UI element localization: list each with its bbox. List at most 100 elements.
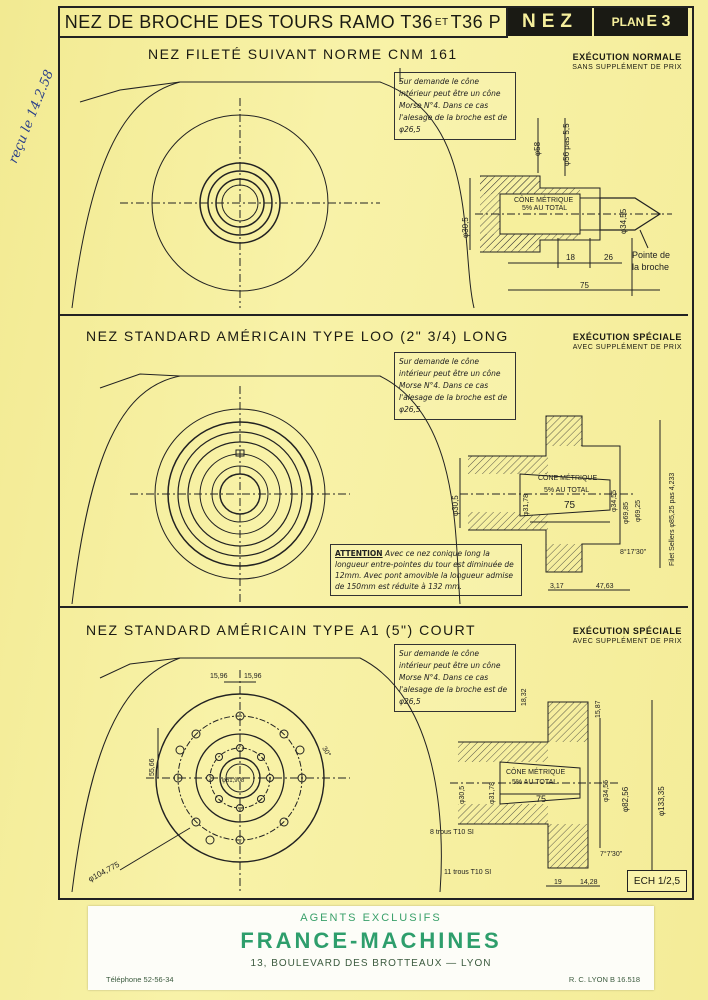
cone-label: CÔNE MÉTRIQUE (506, 767, 565, 776)
bolt-hole (191, 729, 201, 739)
nez-label: NEZ (522, 11, 578, 32)
company-registry: R. C. LYON B 16.518 (568, 975, 640, 984)
headstock-edge (99, 373, 181, 389)
dim-1596-b: 15,96 (244, 673, 262, 680)
nose-section (458, 701, 589, 869)
leader-104 (119, 827, 191, 871)
bolt-hole (236, 744, 244, 752)
cone-label: CÔNE MÉTRIQUE (514, 195, 573, 204)
execution-label: EXÉCUTION SPÉCIALE AVEC SUPPLÉMENT DE PR… (573, 626, 682, 645)
bolt-hole (235, 835, 245, 845)
hatch-collar-top (546, 416, 582, 446)
dim-305: φ30,5 (459, 786, 466, 804)
hatch-bottom (480, 234, 540, 252)
execution-subtext: AVEC SUPPLÉMENT DE PRIX (572, 638, 682, 645)
title-main: NEZ DE BROCHE DES TOURS RAMO T36 (64, 11, 433, 32)
bolt-hole (279, 729, 289, 739)
attention-note: ATTENTION Avec ce nez conique long la lo… (330, 544, 522, 596)
nez-badge: NEZ (508, 8, 592, 36)
trous-8-label: 8 trous T10 SI (430, 829, 474, 836)
hatch-flange-bottom (548, 824, 588, 868)
attention-label: ATTENTION (335, 549, 383, 558)
dim-104775: φ104,775 (87, 860, 122, 884)
section-loo-nose: NEZ STANDARD AMÉRICAIN TYPE LOO (2" 3/4)… (60, 316, 688, 608)
bolt-holes-inner (206, 744, 274, 812)
pointe-label-1: Pointe de (632, 250, 670, 260)
cone-bore (519, 473, 611, 517)
morse-note: Sur demande le cône intérieur peut être … (394, 352, 516, 420)
dim-filet: Filet Sellers φ85,25 pas 4,233 (669, 473, 676, 566)
dim-angle: 8°17'30" (620, 548, 647, 556)
hatch-top (458, 742, 548, 762)
hatch-top (480, 176, 540, 194)
dim-3455: φ34,55 (603, 780, 610, 802)
dim-18: 18 (566, 253, 575, 262)
bore-circle (225, 763, 255, 793)
section-title: NEZ FILETÉ SUIVANT NORME CNM 161 (148, 46, 458, 62)
dim-317: 3,17 (550, 583, 564, 590)
hatch-bottom2 (540, 234, 580, 240)
cone-label: CÔNE MÉTRIQUE (538, 473, 597, 482)
dim-305: φ30,5 (451, 495, 460, 516)
hatch-collar-bottom (546, 544, 582, 572)
plan-label: PLAN (611, 15, 645, 29)
ring-circle (187, 441, 293, 547)
bolt-hole (191, 817, 201, 827)
execution-subtext: SANS SUPPLÉMENT DE PRIX (572, 64, 682, 71)
nose-section (468, 415, 621, 573)
dim-3178: φ31,78 (489, 782, 496, 804)
headstock-edge (79, 81, 181, 103)
leader-pointe (639, 229, 649, 249)
bolt-hole (297, 773, 307, 783)
dim-3178: φ31,78 (523, 494, 530, 516)
outer-circle (151, 114, 329, 292)
headstock-edge (99, 657, 181, 679)
scale-box: ECH 1/2,5 (627, 870, 687, 892)
outer-circle (154, 408, 326, 580)
dim-19: 19 (554, 879, 562, 886)
headstock-outline (71, 657, 442, 893)
drawing-frame (58, 6, 694, 900)
cone-label-2: 5% AU TOTAL (512, 779, 557, 786)
cone-label-2: 5% AU TOTAL (544, 487, 589, 494)
bolt-hole (205, 835, 215, 845)
collar-circle (199, 453, 281, 535)
dim-1428: 14,28 (580, 879, 598, 886)
hatch-top2 (540, 188, 580, 194)
section-threaded-nose: NEZ FILETÉ SUIVANT NORME CNM 161 EXÉCUTI… (60, 38, 688, 316)
execution-label: EXÉCUTION NORMALE SANS SUPPLÉMENT DE PRI… (572, 52, 682, 71)
bolt-hole (295, 745, 305, 755)
bolt-circle (177, 715, 303, 841)
section-title: NEZ STANDARD AMÉRICAIN TYPE A1 (5") COUR… (86, 622, 477, 638)
outer-circle (155, 693, 325, 863)
title-end: T36 P (450, 11, 502, 32)
morse-note: Sur demande le cône intérieur peut être … (394, 644, 516, 712)
bolt-hole (215, 795, 223, 803)
dim-3455: φ34,55 (611, 490, 618, 512)
execution-text: EXÉCUTION NORMALE (572, 52, 682, 62)
headstock-outline (71, 375, 461, 605)
dim-8256: φ82,56 (621, 786, 630, 812)
bolt-hole (215, 753, 223, 761)
dim-61908: φ61,908 (222, 778, 245, 784)
bolt-hole (279, 817, 289, 827)
drawing-threaded-nose: φ58 φ56 pas 5,5 φ30,5 φ34,55 CÔNE MÉTRIQ… (71, 68, 672, 309)
dealer-label: AGENTS EXCLUSIFS FRANCE-MACHINES 13, BOU… (88, 906, 654, 990)
dim-305: φ30,5 (461, 217, 470, 238)
dim-3455: φ34,55 (619, 208, 628, 234)
drawing-loo-nose: φ30,5 φ31,78 CÔNE MÉTRIQUE 5% AU TOTAL 7… (71, 373, 676, 605)
dim-13335: φ133,35 (657, 786, 666, 816)
dim-angle-30: 30° (320, 745, 332, 758)
bolt-holes-outer (173, 711, 307, 845)
inner-bore-circle (221, 184, 259, 222)
key-slot (235, 449, 245, 457)
pointe-label-2: la broche (632, 262, 669, 272)
plan-badge: PLAN E 3 (594, 8, 688, 36)
trous-11-label: 11 trous T10 SI (444, 869, 491, 876)
inner-bore-circle (219, 473, 261, 515)
dim-58: φ58 (533, 141, 542, 156)
agents-label: AGENTS EXCLUSIFS (300, 912, 442, 924)
headstock-outline (71, 81, 475, 309)
collar-circle (219, 757, 261, 799)
company-phone: Téléphone 52-56-34 (106, 975, 174, 984)
